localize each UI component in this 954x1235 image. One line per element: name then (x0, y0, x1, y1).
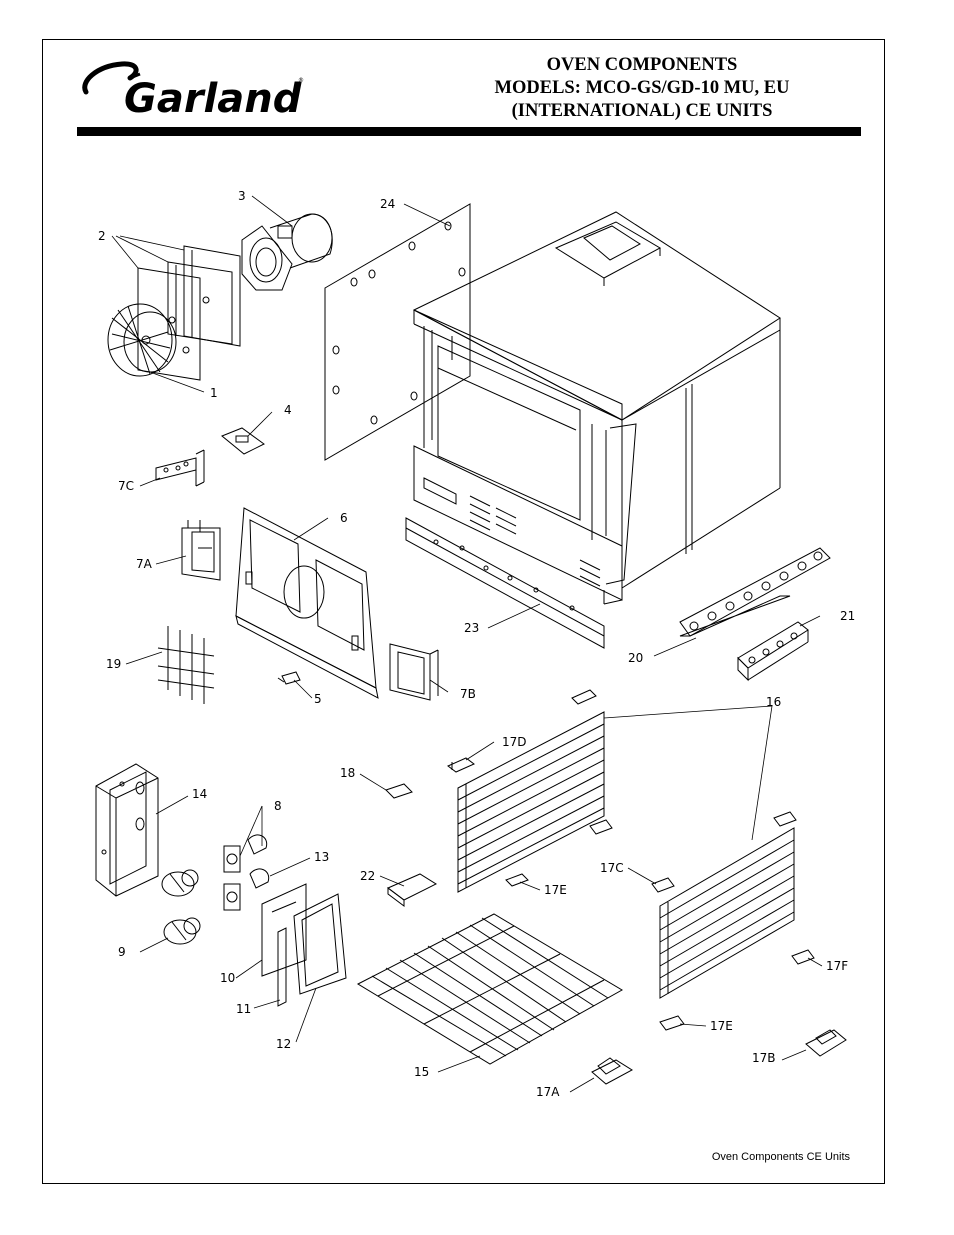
callout-1: 1 (210, 386, 218, 400)
junction-box-part (96, 764, 158, 896)
callout-4: 4 (284, 403, 292, 417)
clip-part-17b (806, 1030, 846, 1056)
clip-part-22 (388, 874, 436, 906)
clip-part-17a (592, 1058, 632, 1084)
callout-24: 24 (380, 197, 395, 211)
callout-17d: 17D (502, 735, 527, 749)
callout-9: 9 (118, 945, 126, 959)
clip-part-17f (792, 950, 814, 964)
clip-part-upper-right (774, 812, 796, 826)
callout-17b: 17B (752, 1051, 776, 1065)
lamp-cover-part-10 (262, 884, 306, 976)
plate-part-4 (222, 428, 264, 454)
callout-17f: 17F (826, 959, 848, 973)
bracket-part-7b (390, 644, 438, 700)
callout-12: 12 (276, 1037, 291, 1051)
callout-17c: 17C (600, 861, 624, 875)
lamp-knob-part-upper (162, 870, 198, 896)
lamp-knob-part-lower (164, 918, 200, 944)
lamp-socket-part-8 (224, 835, 267, 872)
callout-7c: 7C (118, 479, 134, 493)
lamp-frame-part-12 (294, 894, 346, 994)
wire-harness-part (158, 626, 214, 704)
lamp-gasket-part-11 (278, 928, 286, 1006)
callout-17a: 17A (536, 1085, 560, 1099)
bracket-part-7a (182, 520, 220, 580)
bottom-bar-part (406, 518, 604, 648)
insulation-panel-part (325, 204, 470, 460)
clip-part-17e-b (660, 1016, 684, 1030)
channel-part-21 (738, 622, 808, 680)
callout-14: 14 (192, 787, 207, 801)
callout-2: 2 (98, 229, 106, 243)
callout-7a: 7A (136, 557, 153, 571)
clip-part-18 (386, 784, 412, 798)
blower-motor-part (242, 214, 332, 290)
callout-3: 3 (238, 189, 246, 203)
blower-wall-panel-part (236, 508, 378, 698)
callout-8: 8 (274, 799, 282, 813)
clip-part-17c (652, 878, 674, 892)
callout-16: 16 (766, 695, 781, 709)
footer-caption: Oven Components CE Units (660, 1151, 850, 1163)
heating-element-plates-part (138, 246, 240, 380)
callout-5: 5 (314, 692, 322, 706)
callout-7b: 7B (460, 687, 476, 701)
callout-6: 6 (340, 511, 348, 525)
rack-support-right-part (660, 828, 794, 998)
blower-wheel-part (108, 304, 176, 376)
callout-21: 21 (840, 609, 855, 623)
oven-cabinet-assembly (414, 212, 780, 604)
callout-23: 23 (464, 621, 479, 635)
callout-10: 10 (220, 971, 235, 985)
callout-15: 15 (414, 1065, 429, 1079)
clip-part-top (572, 690, 596, 704)
callout-13: 13 (314, 850, 329, 864)
callout-labels: 1 2 3 4 5 6 7A 7B 7C 8 9 10 11 12 13 14 … (98, 189, 855, 1099)
callout-20: 20 (628, 651, 643, 665)
callout-17e-b: 17E (710, 1019, 733, 1033)
rack-support-left-part (458, 712, 604, 892)
manifold-strip-part (680, 548, 830, 636)
clip-part-17d (448, 758, 474, 772)
callout-19: 19 (106, 657, 121, 671)
callout-11: 11 (236, 1002, 251, 1016)
callout-17e-a: 17E (544, 883, 567, 897)
bracket-part-7c (156, 450, 204, 486)
oven-rack-part (358, 914, 622, 1064)
callout-22: 22 (360, 869, 375, 883)
callout-18: 18 (340, 766, 355, 780)
